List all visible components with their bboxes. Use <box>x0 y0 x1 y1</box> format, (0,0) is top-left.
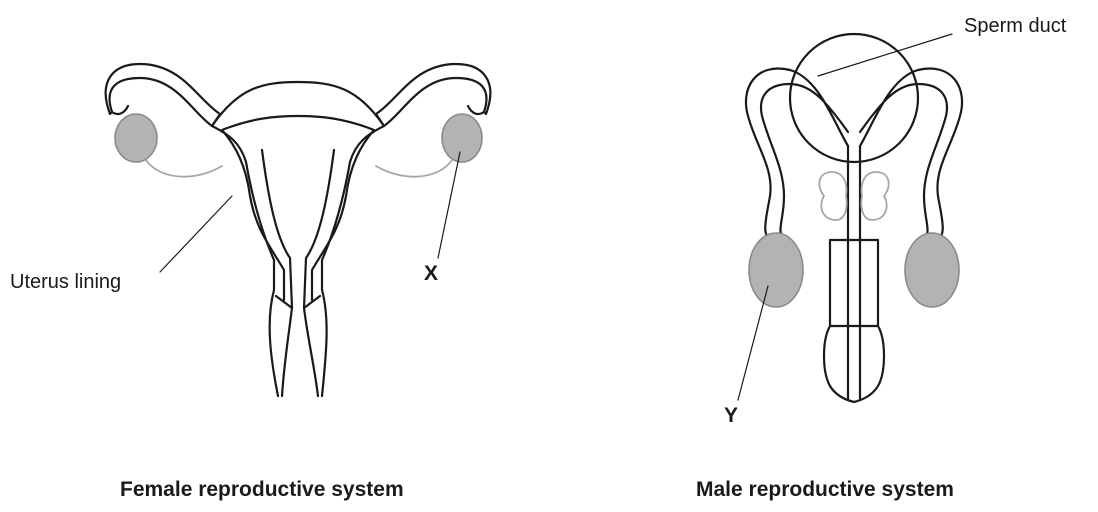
uterus-outer <box>212 82 384 396</box>
uterus-lining-label: Uterus lining <box>10 271 121 294</box>
x-leader <box>438 152 460 258</box>
y-label: Y <box>724 404 738 428</box>
right-ovary-x <box>442 114 482 162</box>
uterus-lining-leader <box>160 196 232 272</box>
uterus-lining-wall <box>222 116 374 300</box>
sperm-duct-leader <box>818 34 952 76</box>
left-fimbria <box>112 106 128 114</box>
y-leader <box>738 286 768 400</box>
penis <box>824 240 884 402</box>
right-seminal-gland <box>861 172 888 220</box>
male-system <box>738 34 962 402</box>
urethra <box>848 146 860 400</box>
female-system <box>106 64 491 396</box>
left-ovary <box>115 114 157 162</box>
x-label: X <box>424 262 438 286</box>
right-fallopian-tube <box>376 64 490 126</box>
right-fimbria <box>468 106 484 114</box>
sperm-duct-label: Sperm duct <box>964 15 1066 38</box>
female-caption: Female reproductive system <box>120 478 404 502</box>
bladder <box>790 34 918 162</box>
left-testis-y <box>749 233 803 307</box>
right-testis <box>905 233 959 307</box>
right-sperm-duct <box>860 69 962 244</box>
left-sperm-duct <box>746 69 848 244</box>
male-caption: Male reproductive system <box>696 478 954 502</box>
left-seminal-gland <box>819 172 846 220</box>
right-ovarian-ligament <box>376 160 452 177</box>
cervix-left <box>262 150 292 308</box>
left-ovarian-ligament <box>146 160 222 177</box>
left-fallopian-tube <box>106 64 220 126</box>
cervix-right <box>304 150 334 308</box>
vagina <box>282 308 318 396</box>
